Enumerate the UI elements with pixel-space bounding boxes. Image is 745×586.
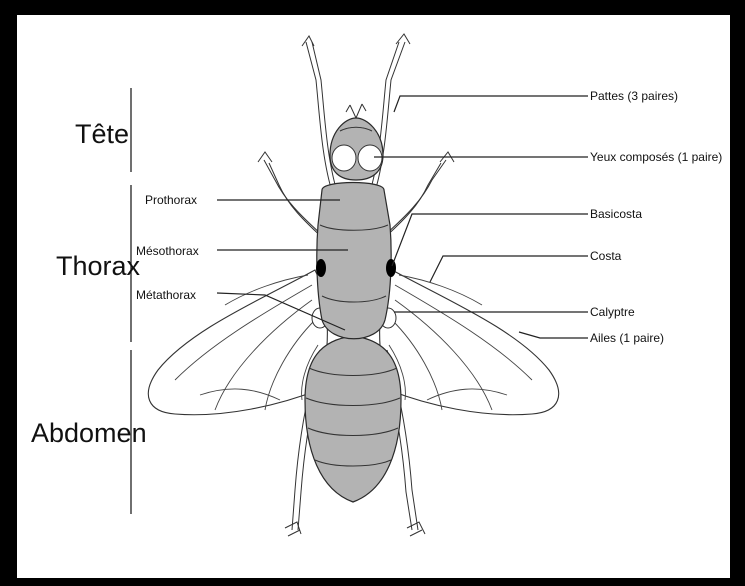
label-metathorax: Métathorax	[136, 288, 196, 302]
segment-thorax-label: Thorax	[56, 251, 141, 281]
segment-abdomen-label: Abdomen	[31, 418, 147, 448]
segment-head-label: Tête	[75, 119, 129, 149]
label-ailes: Ailes (1 paire)	[590, 331, 664, 345]
label-basicosta: Basicosta	[590, 207, 642, 221]
abdomen	[305, 336, 401, 502]
thorax	[312, 183, 396, 339]
label-yeux: Yeux composés (1 paire)	[590, 150, 722, 164]
label-costa: Costa	[590, 249, 622, 263]
right-wing	[380, 270, 559, 415]
label-pattes: Pattes (3 paires)	[590, 89, 678, 103]
pointer-basicosta	[392, 214, 588, 266]
label-calyptre: Calyptre	[590, 305, 635, 319]
pointer-ailes	[519, 332, 588, 338]
label-prothorax: Prothorax	[145, 193, 197, 207]
head	[330, 104, 383, 180]
pointer-pattes	[394, 96, 588, 112]
label-mesothorax: Mésothorax	[136, 244, 199, 258]
pointer-costa	[430, 256, 588, 282]
